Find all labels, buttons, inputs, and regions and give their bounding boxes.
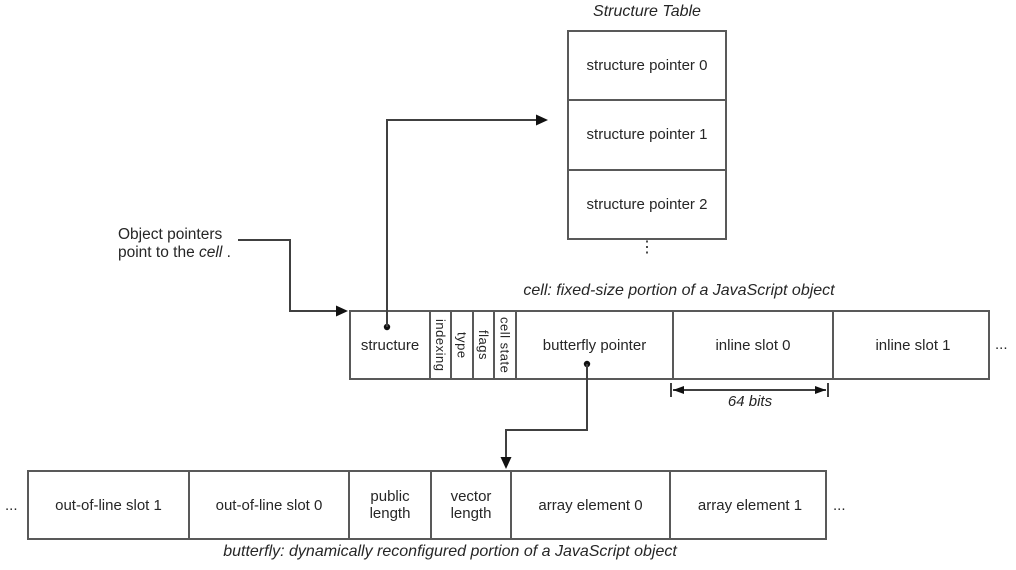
cell-row-overflow-dots: ... [995,336,1008,353]
structure-table-title: Structure Table [593,3,701,20]
butterfly-overflow-dots-right: ... [833,497,846,514]
butterfly-row: out-of-line slot 1 out-of-line slot 0 pu… [27,470,827,540]
bits-measure-label: 64 bits [727,393,773,410]
cell-flags: flags [472,312,493,378]
cell-row: structure indexing type flags cell state… [349,310,990,380]
butterfly-caption: butterfly: dynamically reconfigured port… [223,543,677,560]
cell-butterfly-pointer: butterfly pointer [515,312,672,378]
structure-table-row: structure pointer 0 [586,57,708,75]
cell-public-length: public length [348,472,430,538]
cell-inline-slot-1: inline slot 1 [832,312,992,378]
structure-table-row: structure pointer 2 [569,168,725,238]
cell-array-element-1: array element 1 [669,472,829,538]
cell-vector-length: vector length [430,472,510,538]
cell-type: type [450,312,472,378]
cell-cell-state: cell state [493,312,515,378]
structure-table: structure pointer 0 structure pointer 1 … [567,30,727,240]
cell-out-of-line-slot-1: out-of-line slot 1 [55,496,162,514]
cell-indexing: indexing [429,312,450,378]
cell-structure: structure [360,336,420,354]
cell-array-element-0: array element 0 [510,472,669,538]
cell-inline-slot-0: inline slot 0 [672,312,832,378]
butterfly-overflow-dots-left: ... [5,497,18,514]
cell-row-caption: cell: fixed-size portion of a JavaScript… [523,282,835,299]
structure-table-row: structure pointer 1 [569,99,725,168]
cell-italic-word: cell [199,244,223,261]
note-line1: Object pointers [118,226,223,243]
object-pointers-note: Object pointers point to the cell . [118,226,278,262]
cell-out-of-line-slot-0: out-of-line slot 0 [188,472,348,538]
structure-table-ellipsis: ⋮ [639,239,655,256]
note-line2: point to the cell . [118,244,231,261]
